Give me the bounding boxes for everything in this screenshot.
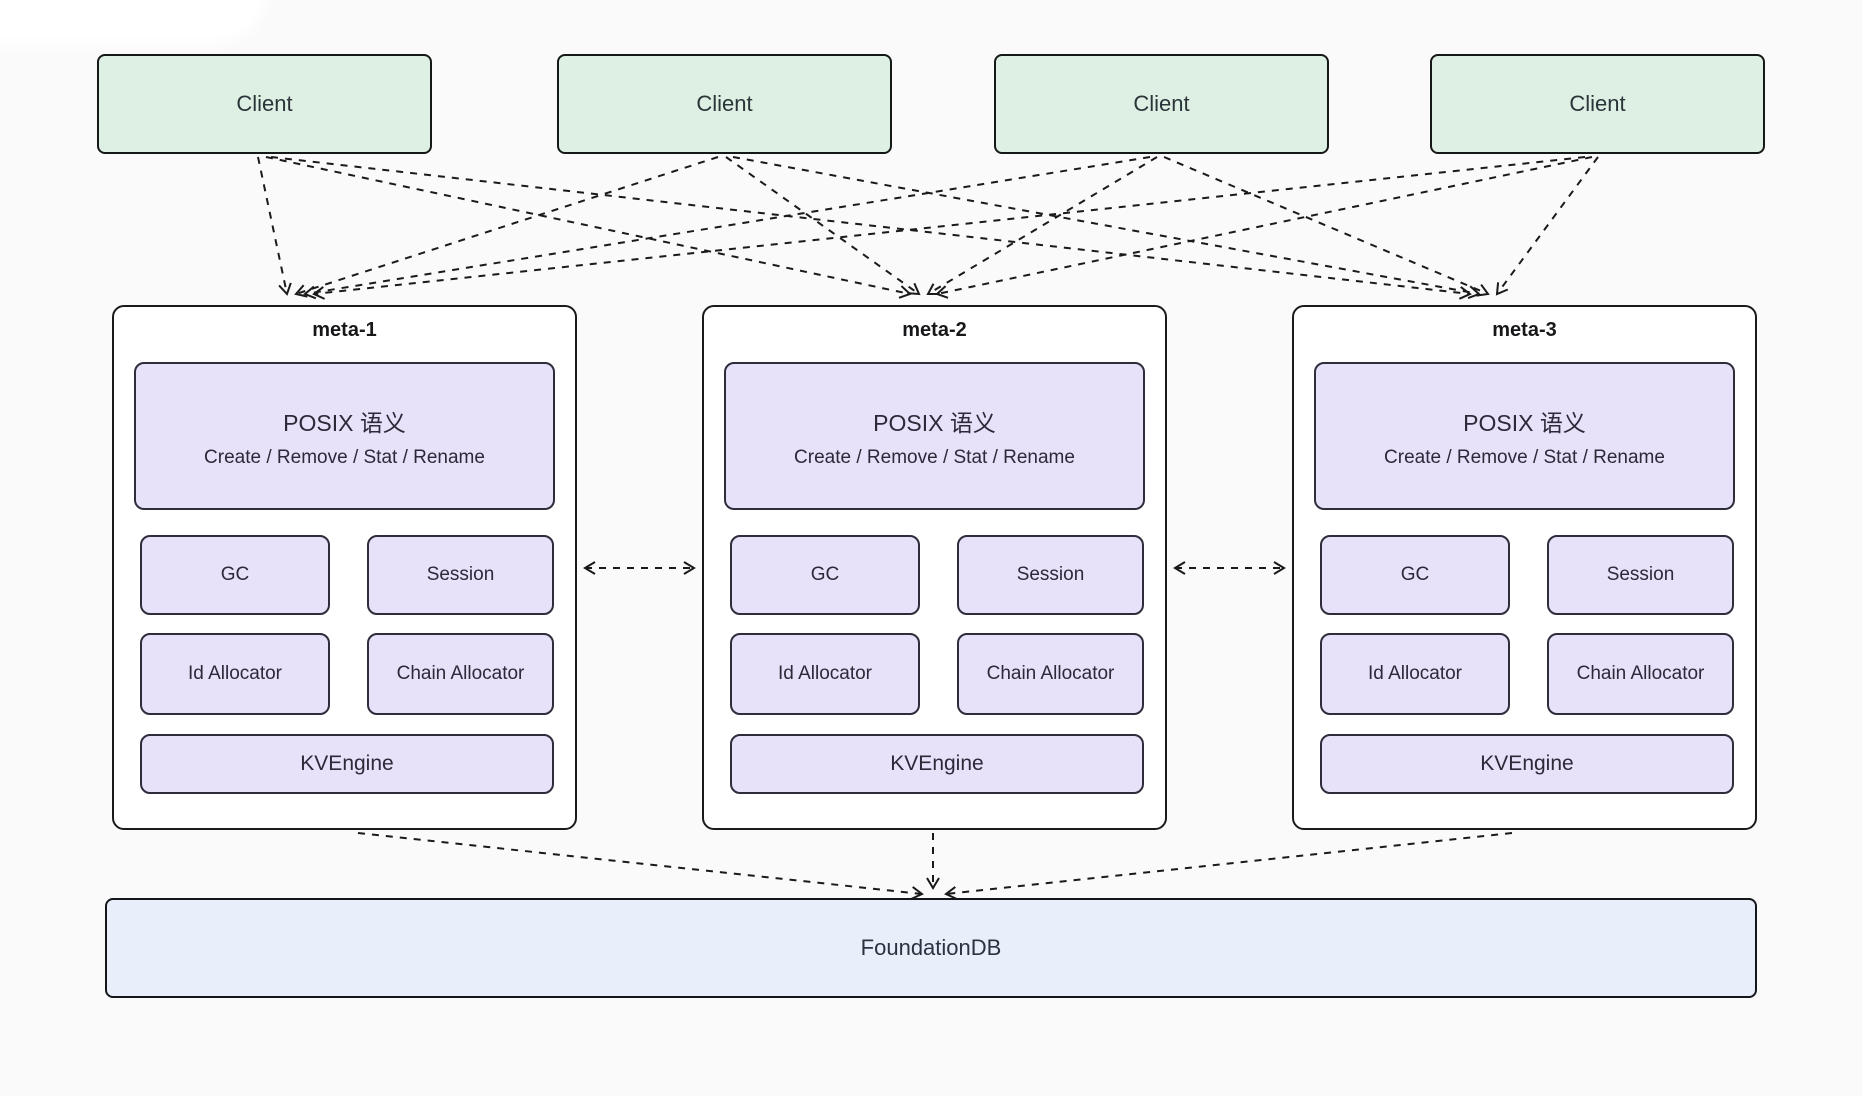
foundationdb-label: FoundationDB (860, 935, 1002, 960)
edge-client2-meta1 (294, 156, 719, 298)
edge-meta3-db (944, 832, 1513, 900)
edge-client4-meta2 (935, 156, 1593, 299)
edge-client3-meta1 (303, 156, 1151, 300)
edge-client4-meta1 (312, 156, 1586, 300)
id-allocator-module: Id Allocator (140, 633, 330, 715)
edge-client1-meta3 (270, 156, 1472, 300)
posix-title: POSIX 语义 (283, 409, 406, 436)
gc-module: GC (140, 535, 330, 615)
chain-allocator-module: Chain Allocator (1547, 633, 1734, 715)
client-node-4: Client (1430, 54, 1765, 154)
chain-allocator-module: Chain Allocator (367, 633, 554, 715)
kvengine-module: KVEngine (730, 734, 1144, 794)
posix-semantics-box: POSIX 语义 Create / Remove / Stat / Rename (1314, 362, 1735, 510)
edge-client3-meta3 (1163, 156, 1490, 297)
edge-client2-meta2 (725, 156, 921, 296)
edge-client1-meta1 (257, 156, 292, 296)
gc-module: GC (1320, 535, 1510, 615)
edge-client1-meta2 (265, 156, 912, 299)
session-module: Session (957, 535, 1144, 615)
posix-semantics-box: POSIX 语义 Create / Remove / Stat / Rename (724, 362, 1145, 510)
foundationdb-node: FoundationDB (105, 898, 1757, 998)
client-node-2: Client (557, 54, 892, 154)
session-module: Session (1547, 535, 1734, 615)
meta-node-title: meta-2 (902, 319, 967, 341)
edge-client2-meta3 (732, 156, 1481, 300)
edge-meta1-db (357, 832, 924, 900)
kvengine-module: KVEngine (140, 734, 554, 794)
client-node-1: Client (97, 54, 432, 154)
background-highlight (0, 0, 270, 45)
client-label: Client (1133, 91, 1190, 116)
id-allocator-module: Id Allocator (1320, 633, 1510, 715)
chain-allocator-module: Chain Allocator (957, 633, 1144, 715)
posix-title: POSIX 语义 (1463, 409, 1586, 436)
posix-operations: Create / Remove / Stat / Rename (1384, 446, 1665, 468)
posix-operations: Create / Remove / Stat / Rename (204, 446, 485, 468)
meta-node-3: meta-3 POSIX 语义 Create / Remove / Stat /… (1292, 305, 1757, 830)
kvengine-module: KVEngine (1320, 734, 1734, 794)
client-label: Client (696, 91, 753, 116)
posix-title: POSIX 语义 (873, 409, 996, 436)
meta-node-2: meta-2 POSIX 语义 Create / Remove / Stat /… (702, 305, 1167, 830)
posix-semantics-box: POSIX 语义 Create / Remove / Stat / Rename (134, 362, 555, 510)
client-label: Client (236, 91, 293, 116)
client-node-3: Client (994, 54, 1329, 154)
meta-node-title: meta-1 (312, 319, 377, 341)
edge-client4-meta3 (1495, 156, 1599, 296)
meta-node-1: meta-1 POSIX 语义 Create / Remove / Stat /… (112, 305, 577, 830)
client-label: Client (1569, 91, 1626, 116)
posix-operations: Create / Remove / Stat / Rename (794, 446, 1075, 468)
edge-client3-meta2 (926, 156, 1158, 296)
gc-module: GC (730, 535, 920, 615)
id-allocator-module: Id Allocator (730, 633, 920, 715)
session-module: Session (367, 535, 554, 615)
meta-node-title: meta-3 (1492, 319, 1557, 341)
